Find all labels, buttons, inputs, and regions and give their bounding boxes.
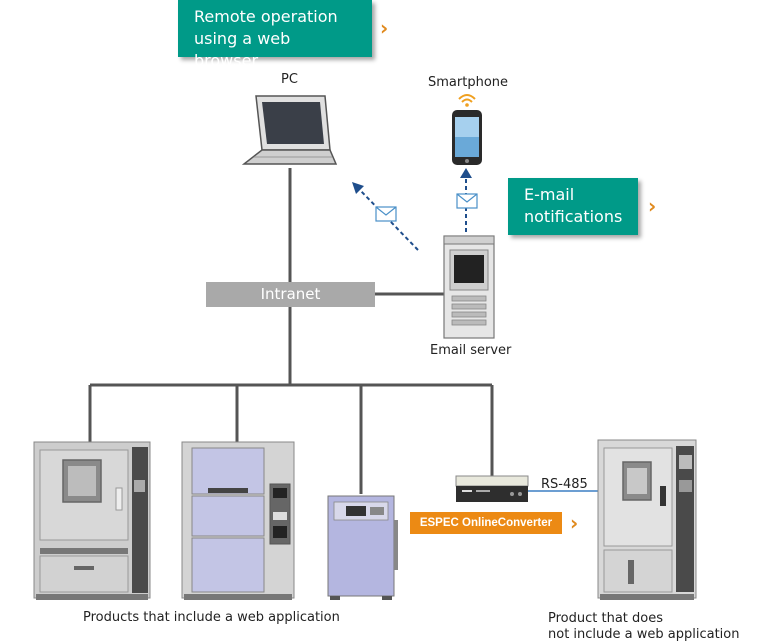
- caption-without-web-app-line1: Product that does: [548, 611, 664, 626]
- pc-label: PC: [281, 72, 298, 87]
- remote-operation-callout[interactable]: Remote operation using a web browser: [178, 0, 372, 70]
- smartphone-label: Smartphone: [428, 75, 509, 90]
- test-chamber-2: [181, 441, 295, 600]
- caption-with-web-app: Products that include a web application: [83, 610, 340, 625]
- email-notifications-line2: notifications: [524, 207, 623, 226]
- wifi-icon: [458, 94, 476, 103]
- email-notifications-callout[interactable]: E-mail notifications: [508, 178, 638, 235]
- chevron-right-icon[interactable]: ›: [380, 16, 389, 40]
- test-chamber-1: [33, 441, 151, 600]
- email-server-label: Email server: [430, 343, 512, 358]
- email-server-tower: [443, 235, 495, 339]
- test-chamber-3: [327, 495, 398, 600]
- test-chamber-4: [597, 439, 697, 600]
- email-notifications-line1: E-mail: [524, 185, 575, 204]
- chevron-right-icon[interactable]: ›: [570, 511, 579, 535]
- network-lines: [88, 168, 494, 494]
- remote-operation-line2: using a web browser: [194, 29, 291, 70]
- smartphone-device: [452, 110, 482, 165]
- laptop-pc: [241, 95, 338, 165]
- envelope-icon: [375, 206, 397, 222]
- caption-without-web-app-line2: not include a web application: [548, 627, 740, 642]
- intranet-label: Intranet: [206, 282, 375, 307]
- online-converter-device: [455, 475, 529, 502]
- envelope-icon: [456, 193, 478, 209]
- chevron-right-icon[interactable]: ›: [648, 194, 657, 218]
- online-converter-button[interactable]: ESPEC OnlineConverter: [410, 512, 562, 534]
- remote-operation-line1: Remote operation: [194, 7, 338, 26]
- rs485-label: RS-485: [541, 477, 588, 492]
